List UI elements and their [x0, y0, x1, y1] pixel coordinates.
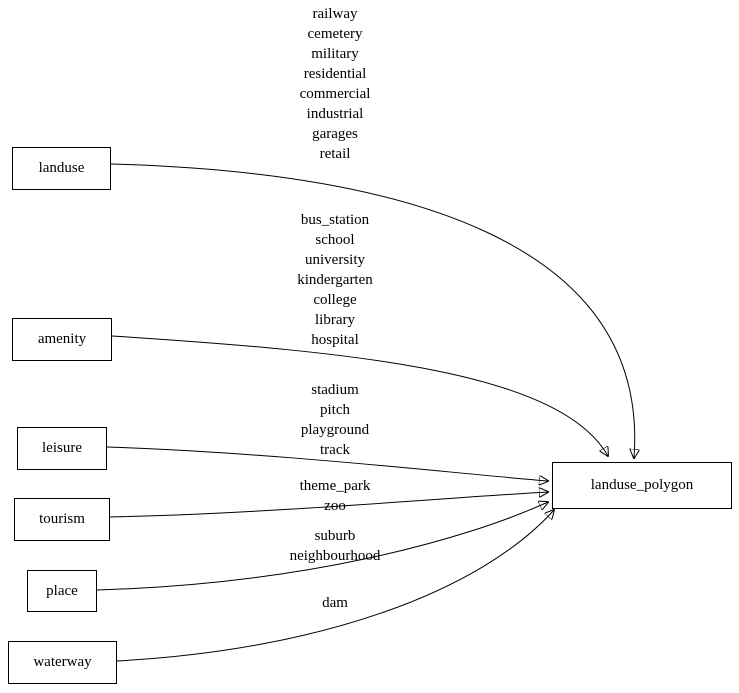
- edge-label-place-values: suburb neighbourhood: [289, 528, 381, 564]
- node-landuse-polygon: landuse_polygon: [552, 462, 732, 509]
- node-tourism-label: tourism: [39, 511, 85, 527]
- node-leisure-label: leisure: [42, 440, 82, 456]
- node-landuse-label: landuse: [38, 160, 85, 176]
- edge-leisure-to-target: [106, 446, 548, 481]
- edge-label-leisure-values: stadium pitch playground track: [300, 382, 370, 458]
- edge-label-waterway-values: dam: [322, 595, 348, 611]
- edge-label-amenity-values: bus_station school university kindergart…: [297, 212, 373, 348]
- node-place: place: [27, 570, 97, 612]
- node-landuse: landuse: [12, 147, 111, 190]
- node-amenity: amenity: [12, 318, 112, 361]
- edge-amenity-to-target: [111, 335, 608, 456]
- node-waterway: waterway: [8, 641, 117, 684]
- node-tourism: tourism: [14, 498, 110, 541]
- node-place-label: place: [46, 582, 78, 599]
- edge-label-landuse-values: railway cemetery military residential co…: [299, 6, 371, 162]
- node-landuse-polygon-label: landuse_polygon: [590, 477, 694, 493]
- edge-label-tourism-values: theme_park zoo: [299, 478, 371, 514]
- node-leisure: leisure: [17, 427, 107, 470]
- node-waterway-label: waterway: [33, 654, 92, 670]
- edge-place-to-target: [96, 502, 548, 591]
- edge-waterway-to-target: [116, 510, 554, 662]
- edge-tourism-to-target: [109, 492, 548, 518]
- edge-landuse-to-target: [110, 163, 635, 458]
- node-amenity-label: amenity: [37, 331, 87, 347]
